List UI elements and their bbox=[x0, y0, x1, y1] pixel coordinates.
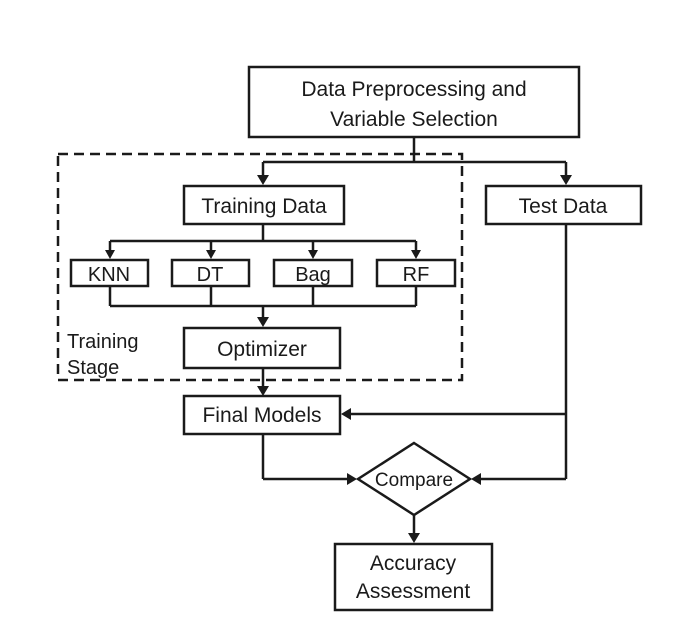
arrowhead-accuracy bbox=[408, 533, 420, 543]
training-stage-label-line2: Stage bbox=[67, 357, 119, 379]
compare-node: Compare bbox=[355, 441, 473, 517]
test-data-node: Test Data bbox=[484, 184, 643, 226]
accuracy-box bbox=[333, 542, 494, 612]
arrowhead-test bbox=[560, 175, 572, 185]
optimizer-box bbox=[182, 326, 342, 370]
bag-label: Bag bbox=[295, 264, 331, 286]
accuracy-node: Accuracy Assessment bbox=[333, 542, 494, 612]
compare-label: Compare bbox=[375, 470, 453, 491]
test-data-label: Test Data bbox=[519, 195, 608, 218]
rf-label: RF bbox=[403, 264, 430, 286]
accuracy-label-line2: Assessment bbox=[356, 580, 471, 603]
bag-node: Bag bbox=[272, 258, 354, 288]
preprocess-label-line1: Data Preprocessing and bbox=[301, 78, 526, 101]
final-models-node: Final Models bbox=[182, 394, 342, 436]
arrowhead-knn bbox=[105, 250, 115, 259]
optimizer-node: Optimizer bbox=[182, 326, 342, 370]
arrowheads bbox=[105, 175, 572, 543]
rf-box bbox=[375, 258, 457, 288]
bag-box bbox=[272, 258, 354, 288]
knn-box bbox=[69, 258, 150, 288]
preprocess-node: Data Preprocessing and Variable Selectio… bbox=[247, 65, 581, 139]
preprocess-label-line2: Variable Selection bbox=[330, 108, 498, 131]
preprocess-box bbox=[247, 65, 581, 139]
optimizer-label: Optimizer bbox=[217, 338, 307, 361]
arrowhead-bag bbox=[308, 250, 318, 259]
knn-label: KNN bbox=[88, 264, 130, 286]
test-data-box bbox=[484, 184, 643, 226]
accuracy-label-line1: Accuracy bbox=[370, 552, 457, 575]
arrowhead-training bbox=[257, 175, 269, 185]
dt-node: DT bbox=[170, 258, 251, 288]
connectors bbox=[108, 137, 568, 535]
dt-box bbox=[170, 258, 251, 288]
training-data-node: Training Data bbox=[182, 184, 346, 226]
arrowhead-dt bbox=[206, 250, 216, 259]
rf-node: RF bbox=[375, 258, 457, 288]
training-data-box bbox=[182, 184, 346, 226]
training-stage-region bbox=[56, 152, 464, 382]
arrowhead-test-to-compare bbox=[471, 473, 481, 485]
training-data-label: Training Data bbox=[201, 195, 327, 218]
compare-diamond bbox=[355, 441, 473, 517]
arrowhead-optimizer bbox=[257, 317, 269, 327]
arrowhead-test-to-final bbox=[341, 408, 351, 420]
arrowhead-rf bbox=[411, 250, 421, 259]
arrowhead-final-models bbox=[257, 386, 269, 396]
final-models-box bbox=[182, 394, 342, 436]
training-stage-label-line1: Training bbox=[67, 331, 139, 353]
dt-label: DT bbox=[197, 264, 224, 286]
final-models-label: Final Models bbox=[202, 404, 321, 427]
arrowhead-final-to-compare bbox=[347, 473, 357, 485]
knn-node: KNN bbox=[69, 258, 150, 288]
